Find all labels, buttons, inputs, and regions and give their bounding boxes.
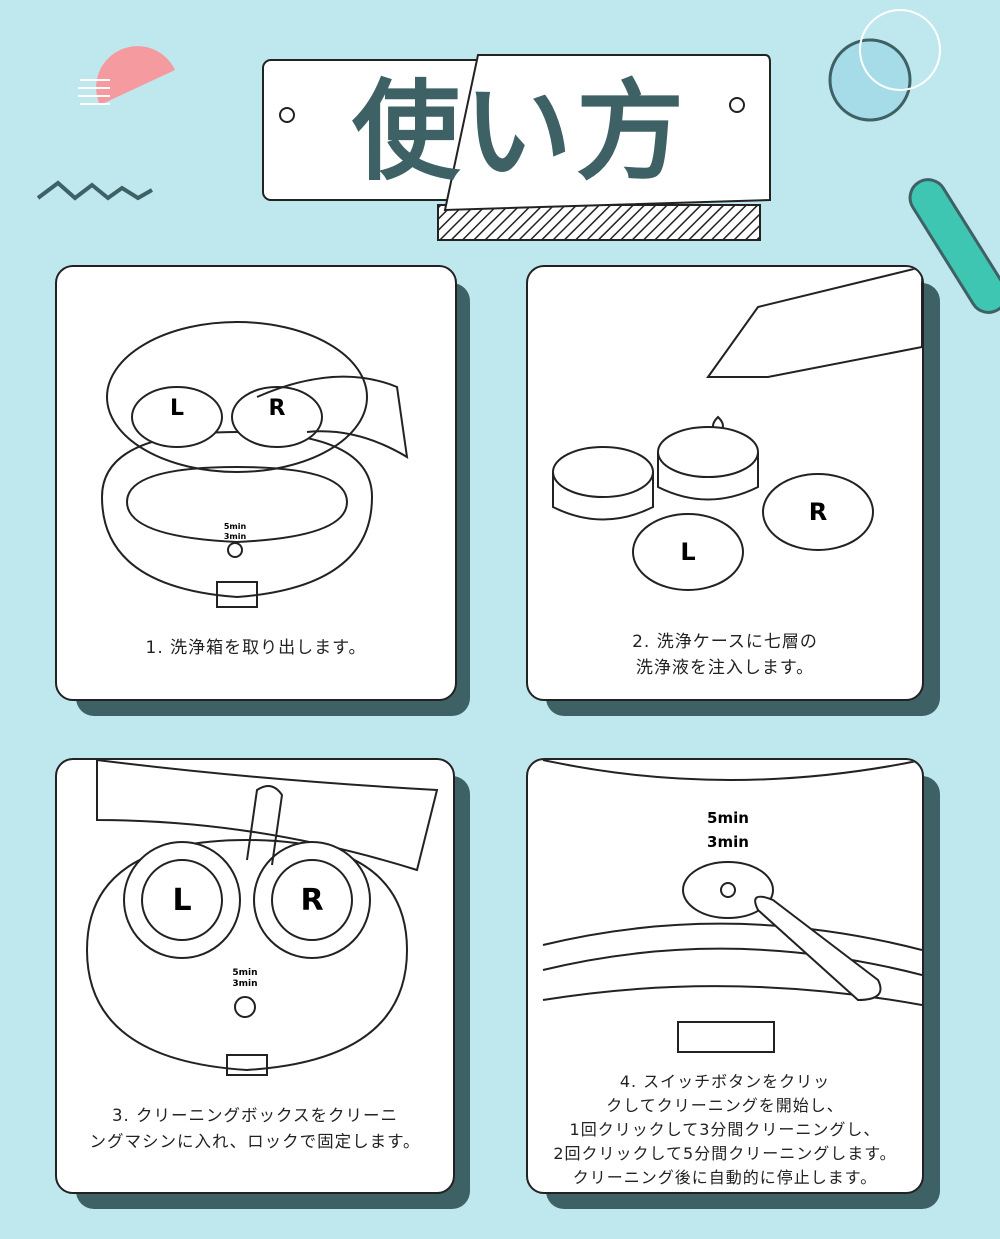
svg-text:R: R bbox=[300, 883, 323, 918]
page-title: 使い方 bbox=[351, 70, 688, 195]
step-4-caption: 4. スイッチボタンをクリックしてクリーニングを開始し、1回クリックして3分間ク… bbox=[553, 1072, 897, 1187]
step-card-3: L R 5min 3min 3. クリーニングボックスをクリーニングマシンに入れ… bbox=[55, 758, 455, 1194]
step-1-illustration: L R 5min 3min bbox=[100, 321, 409, 608]
zigzag-decoration bbox=[36, 180, 153, 201]
title-plate bbox=[262, 54, 771, 241]
step-4-illustration: 5min 3min bbox=[542, 760, 922, 1053]
pink-semicircle-decoration bbox=[78, 46, 175, 105]
step-card-2: L R 2. 洗浄ケースに七層の洗浄液を注入します。 bbox=[526, 265, 924, 701]
step-card-4: 5min 3min 4. スイッチボタンをクリックしてクリーニングを開始し、1回… bbox=[526, 758, 924, 1194]
step-3-caption: 3. クリーニングボックスをクリーニングマシンに入れ、ロックで固定します。 bbox=[89, 1106, 421, 1151]
teal-circle-decoration bbox=[828, 38, 912, 122]
dotted-stick-decoration bbox=[908, 178, 1000, 314]
step-2-illustration: L R bbox=[552, 267, 922, 591]
step-3-illustration: L R 5min 3min bbox=[85, 760, 439, 1076]
svg-text:3min: 3min bbox=[224, 532, 247, 541]
white-ring-decoration bbox=[859, 9, 941, 91]
svg-text:3min: 3min bbox=[232, 979, 257, 989]
svg-text:5min: 5min bbox=[224, 522, 247, 531]
step-2-caption: 2. 洗浄ケースに七層の洗浄液を注入します。 bbox=[632, 632, 818, 678]
lid-label-left: L bbox=[170, 396, 184, 421]
lid-label-right: R bbox=[269, 396, 286, 421]
svg-text:L: L bbox=[680, 538, 695, 566]
decorations bbox=[36, 9, 1000, 314]
timer-label-3min: 3min bbox=[707, 833, 749, 851]
timer-label-5min: 5min bbox=[707, 809, 749, 827]
svg-text:5min: 5min bbox=[232, 968, 257, 978]
step-1-caption: 1. 洗浄箱を取り出します。 bbox=[145, 638, 367, 658]
svg-text:L: L bbox=[172, 883, 191, 918]
svg-text:R: R bbox=[809, 498, 827, 526]
step-card-1: L R 5min 3min 1. 洗浄箱を取り出します。 bbox=[55, 265, 457, 701]
